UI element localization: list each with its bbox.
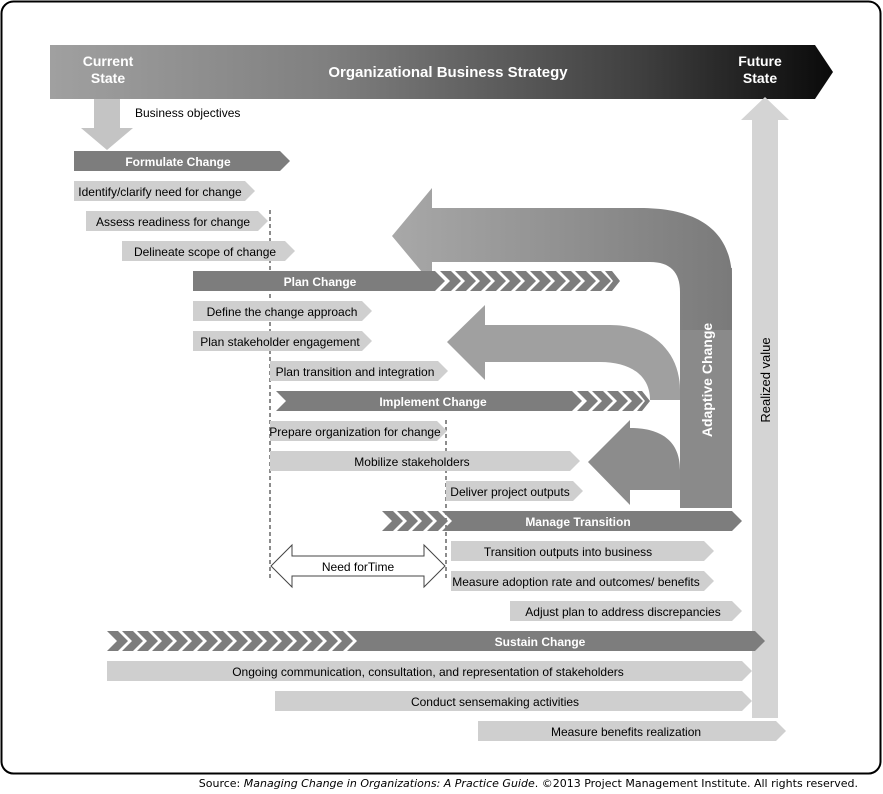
step-bar xyxy=(193,331,372,351)
step-assess-readiness: Assess readiness for change xyxy=(96,215,250,229)
step-plan-stakeholder: Plan stakeholder engagement xyxy=(200,335,360,349)
current-state-line1: Current xyxy=(83,53,134,69)
future-state-line1: Future xyxy=(738,53,782,69)
future-state-line2: State xyxy=(743,70,777,86)
step-bar xyxy=(107,661,752,681)
step-delineate-scope: Delineate scope of change xyxy=(134,245,276,259)
down-arrow-icon xyxy=(81,99,133,150)
implement-change-bar xyxy=(276,391,582,411)
step-bar xyxy=(122,241,295,261)
realized-value-label: Realized value xyxy=(758,337,773,422)
sustain-change-chevrons xyxy=(107,631,353,651)
step-prepare-organization: Prepare organization for change xyxy=(269,425,441,439)
step-bar xyxy=(270,421,447,441)
plan-change-label: Plan Change xyxy=(284,275,357,289)
step-bar xyxy=(510,601,742,621)
step-bar xyxy=(86,211,268,231)
step-bar xyxy=(193,301,372,321)
realized-value-arrow-icon xyxy=(741,97,789,718)
plan-change-chevrons xyxy=(440,271,620,291)
formulate-change-bar xyxy=(74,151,290,171)
step-bar xyxy=(446,481,583,501)
strategy-banner xyxy=(50,45,833,99)
manage-transition-bar xyxy=(442,511,742,531)
business-objectives-label: Business objectives xyxy=(135,106,240,120)
current-state-line2: State xyxy=(91,70,125,86)
need-for-time-label: Need forTime xyxy=(322,560,395,574)
step-plan-transition: Plan transition and integration xyxy=(276,365,435,379)
step-bar xyxy=(74,181,255,201)
need-for-time-arrow-icon xyxy=(270,543,446,589)
step-deliver-outputs: Deliver project outputs xyxy=(450,485,569,499)
step-measure-benefits: Measure benefits realization xyxy=(551,725,701,739)
source-caption: Source: Managing Change in Organizations… xyxy=(0,777,858,790)
source-title: Managing Change in Organizations: A Prac… xyxy=(243,777,535,790)
step-bar xyxy=(451,571,714,591)
adaptive-change-label: Adaptive Change xyxy=(699,323,715,438)
manage-transition-label: Manage Transition xyxy=(525,515,630,529)
implement-change-label: Implement Change xyxy=(379,395,487,409)
plan-change-bar xyxy=(193,271,445,291)
step-bar xyxy=(270,451,580,471)
manage-transition-chevrons xyxy=(382,511,448,531)
strategy-title: Organizational Business Strategy xyxy=(328,64,568,81)
adaptive-feedback-arrow-lower xyxy=(588,420,680,505)
implement-change-chevrons xyxy=(577,391,650,411)
step-define-approach: Define the change approach xyxy=(207,305,358,319)
step-adjust-plan: Adjust plan to address discrepancies xyxy=(525,605,720,619)
step-bar xyxy=(478,721,786,741)
step-transition-outputs: Transition outputs into business xyxy=(484,545,652,559)
step-measure-adoption: Measure adoption rate and outcomes/ bene… xyxy=(452,575,700,589)
adaptive-feedback-arrow-middle xyxy=(447,305,680,400)
sustain-change-bar xyxy=(347,631,765,651)
step-mobilize-stakeholders: Mobilize stakeholders xyxy=(354,455,469,469)
source-prefix: Source: xyxy=(198,777,244,790)
step-bar xyxy=(275,691,752,711)
formulate-change-label: Formulate Change xyxy=(125,155,231,169)
source-suffix: . ©2013 Project Management Institute. Al… xyxy=(534,777,858,790)
step-bar xyxy=(270,361,448,381)
step-sensemaking: Conduct sensemaking activities xyxy=(411,695,579,709)
step-ongoing-communication: Ongoing communication, consultation, and… xyxy=(232,665,624,679)
step-bar xyxy=(451,541,714,561)
sustain-change-label: Sustain Change xyxy=(495,635,586,649)
adaptive-feedback-arrow-top xyxy=(392,188,732,330)
step-identify-need: Identify/clarify need for change xyxy=(78,185,242,199)
